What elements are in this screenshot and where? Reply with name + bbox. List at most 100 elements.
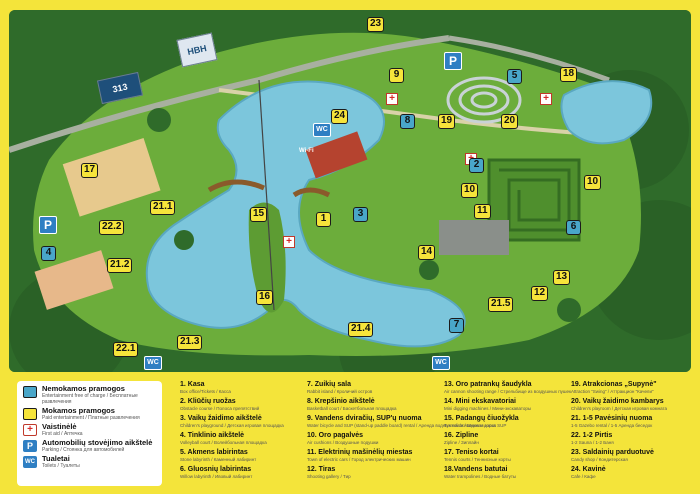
marker-label: 7 bbox=[453, 319, 460, 330]
attraction-marker-21-3[interactable]: 21.3 bbox=[177, 335, 203, 350]
attraction-title: 12. Tiras bbox=[307, 466, 336, 473]
attraction-marker-21-5[interactable]: 21.5 bbox=[488, 297, 514, 312]
first-aid-icon: + bbox=[540, 93, 552, 105]
attraction-subtitle: Stone labyrinth / Каменный лабиринт bbox=[180, 457, 257, 462]
marker-label: 8 bbox=[404, 115, 411, 126]
attraction-title: 8. Krepšinio aikštelė bbox=[307, 398, 375, 405]
marker-label: 21.5 bbox=[491, 298, 511, 309]
attraction-marker-21-1[interactable]: 21.1 bbox=[150, 200, 176, 215]
zipline-cable bbox=[258, 79, 275, 311]
attraction-marker-1[interactable]: 1 bbox=[316, 212, 331, 227]
attraction-marker-12[interactable]: 12 bbox=[531, 286, 549, 301]
attraction-marker-7[interactable]: 7 bbox=[449, 318, 464, 333]
attraction-marker-24[interactable]: 24 bbox=[331, 109, 349, 124]
attraction-marker-21-4[interactable]: 21.4 bbox=[348, 322, 374, 337]
attraction-subtitle: Tennis courts / Теннисные корты bbox=[444, 457, 511, 462]
attraction-title: 10. Oro pagalvės bbox=[307, 432, 364, 439]
attraction-marker-8[interactable]: 8 bbox=[400, 114, 415, 129]
attraction-marker-3[interactable]: 3 bbox=[353, 207, 368, 222]
marker-label: 3 bbox=[357, 208, 364, 219]
marker-label: 15 bbox=[253, 208, 265, 219]
marker-label: 24 bbox=[334, 110, 346, 121]
attraction-subtitle: Mini digging machines / Мини-экскаваторы bbox=[444, 406, 532, 411]
attraction-marker-14[interactable]: 14 bbox=[418, 245, 436, 260]
parking-icon: P bbox=[23, 440, 37, 452]
island bbox=[248, 202, 286, 313]
toilet-icon: WC bbox=[23, 456, 37, 468]
legend-subtitle: First aid / Аптечка bbox=[42, 431, 83, 437]
tennis-courts bbox=[62, 138, 161, 217]
marker-label: 6 bbox=[570, 221, 577, 232]
toilet-icon: WC bbox=[313, 123, 331, 137]
attraction-marker-18[interactable]: 18 bbox=[560, 67, 578, 82]
attraction-marker-19[interactable]: 19 bbox=[438, 114, 456, 129]
attraction-title: 15. Padangų čiuožykla bbox=[444, 415, 519, 422]
attraction-subtitle: 1-5 Gazebo rental / 1-5 Аренда беседок bbox=[571, 423, 653, 428]
attraction-title: 22. 1-2 Pirtis bbox=[571, 432, 613, 439]
marker-label: 21.3 bbox=[180, 336, 200, 347]
attraction-marker-4[interactable]: 4 bbox=[41, 246, 56, 261]
b13-sign-text: 313 bbox=[111, 81, 129, 95]
attraction-subtitle: Water bicycle and SUP (stand-up paddle b… bbox=[307, 423, 507, 428]
attraction-title: 20. Vaikų žaidimo kambarys bbox=[571, 398, 664, 405]
attraction-marker-5[interactable]: 5 bbox=[507, 69, 522, 84]
attraction-title: 9. Vandens dviračių, SUP'ų nuoma bbox=[307, 415, 422, 422]
attraction-marker-2[interactable]: 2 bbox=[469, 158, 484, 173]
attraction-marker-23[interactable]: 23 bbox=[367, 17, 385, 32]
free-entertainment-icon bbox=[23, 386, 37, 398]
attraction-subtitle: Town of electric cars / Город электричес… bbox=[307, 457, 411, 462]
attraction-title: 24. Kavinė bbox=[571, 466, 606, 473]
attraction-title: 4. Tinklinio aikštelė bbox=[180, 432, 245, 439]
attraction-marker-15[interactable]: 15 bbox=[250, 207, 268, 222]
attraction-marker-20[interactable]: 20 bbox=[501, 114, 519, 129]
attraction-title: 18.Vandens batutai bbox=[444, 466, 508, 473]
attraction-marker-21-2[interactable]: 21.2 bbox=[107, 258, 133, 273]
attraction-subtitle: Cafe / Кафе bbox=[571, 474, 596, 479]
attraction-title: 16. Zipline bbox=[444, 432, 479, 439]
marker-label: 1 bbox=[320, 213, 327, 224]
attraction-subtitle: Attraction “Swing” / Аттракцион “Качели” bbox=[571, 389, 654, 394]
attraction-marker-9[interactable]: 9 bbox=[389, 68, 404, 83]
attraction-marker-16[interactable]: 16 bbox=[256, 290, 274, 305]
trampoline-pool bbox=[560, 80, 653, 145]
attraction-marker-17[interactable]: 17 bbox=[81, 163, 99, 178]
attraction-title: 14. Mini ekskavatoriai bbox=[444, 398, 516, 405]
parking-icon: P bbox=[39, 216, 57, 234]
first-aid-icon: + bbox=[23, 424, 37, 436]
attraction-marker-22-2[interactable]: 22.2 bbox=[99, 220, 125, 235]
attraction-marker-11[interactable]: 11 bbox=[474, 204, 491, 219]
paid-entertainment-icon bbox=[23, 408, 37, 420]
attraction-marker-6[interactable]: 6 bbox=[566, 220, 581, 235]
attraction-title: 21. 1-5 Pavėsinių nuoma bbox=[571, 415, 653, 422]
attraction-subtitle: Obstacle course / Полоса препятствий bbox=[180, 406, 260, 411]
attraction-title: 3. Vaikų žaidimo aikštelė bbox=[180, 415, 262, 422]
attraction-marker-13[interactable]: 13 bbox=[553, 270, 571, 285]
legend-title: Vaistinėlė bbox=[42, 422, 77, 431]
attraction-subtitle: Children's playroom / Детская игровая ко… bbox=[571, 406, 668, 411]
attraction-marker-10[interactable]: 10 bbox=[461, 183, 479, 198]
marker-label: 21.2 bbox=[110, 259, 130, 270]
stone-labyrinth bbox=[446, 76, 522, 124]
attraction-marker-10[interactable]: 10 bbox=[584, 175, 602, 190]
attraction-title: 2. Kliūčių ruožas bbox=[180, 398, 236, 405]
legend-title: Tualetai bbox=[42, 454, 70, 463]
attraction-title: 7. Zuikių sala bbox=[307, 381, 351, 388]
attraction-subtitle: Shooting gallery / Тир bbox=[307, 474, 351, 479]
car-town bbox=[439, 220, 509, 255]
attraction-marker-22-1[interactable]: 22.1 bbox=[113, 342, 139, 357]
